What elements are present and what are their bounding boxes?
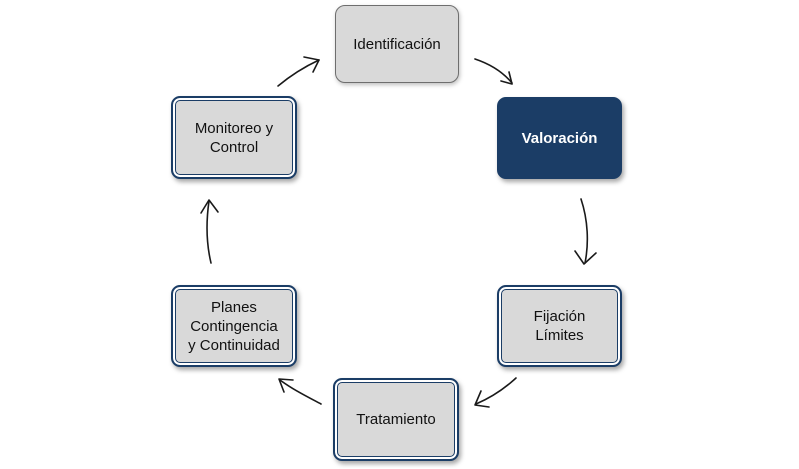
- arrow-trata-to-planes: [278, 378, 322, 405]
- node-planes-contingencia: Planes Contingencia y Continuidad: [171, 285, 297, 367]
- node-label: Monitoreo y Control: [194, 119, 274, 156]
- node-monitoreo-control: Monitoreo y Control: [171, 96, 297, 179]
- node-fijacion-limites: Fijación Límites: [497, 285, 622, 367]
- arrow-ident-to-valor: [474, 58, 513, 85]
- node-label: Valoración: [521, 129, 598, 147]
- arrow-planes-to-monit: [200, 199, 219, 264]
- arrow-monit-to-ident: [277, 56, 320, 87]
- node-label: Tratamiento: [356, 411, 436, 428]
- node-label: Fijación Límites: [533, 308, 586, 344]
- node-label: Identificación: [353, 35, 441, 53]
- arrow-fijac-to-trata: [474, 377, 517, 408]
- node-identificacion: Identificación: [335, 5, 459, 83]
- arrow-valor-to-fijac: [574, 198, 597, 265]
- node-label: Planes Contingencia y Continuidad: [188, 298, 280, 354]
- node-valoracion: Valoración: [497, 97, 622, 179]
- node-tratamiento: Tratamiento: [333, 378, 459, 461]
